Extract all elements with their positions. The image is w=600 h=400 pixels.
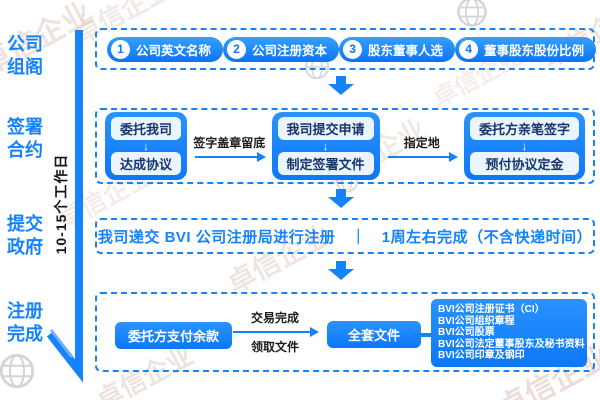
pill-number: 3: [343, 39, 363, 59]
submission-text: 我司递交 BVI 公司注册局进行注册 ｜ 1周左右完成（不含快递时间）: [97, 228, 593, 246]
document-item: BVI公司法定董事股东及秘书资料: [438, 338, 585, 350]
connector-sign-stamp: 签字盖章留底: [193, 132, 267, 162]
connector-label: 签字盖章留底: [193, 135, 266, 150]
step1-requirements-panel: 1 公司英文名称 2 公司注册资本 3 股东董事人选 4 董事股东股份比例: [95, 28, 597, 70]
step2-signing-panel: 委托我司 ↓ 达成协议 签字盖章留底 我司提交申请 ↓ 制定签署文件 指定地 委…: [95, 108, 595, 184]
requirement-pill-share-ratio: 4 董事股东股份比例: [455, 36, 597, 62]
document-item: BVI公司组织章程: [438, 315, 515, 327]
down-arrow-glyph: ↓: [322, 139, 329, 153]
process-step: 委托方亲笔签字: [470, 117, 580, 140]
process-box-apply: 我司提交申请 ↓ 制定签署文件: [271, 112, 380, 180]
process-step: 达成协议: [111, 152, 182, 175]
flow-down-arrow-icon: [328, 261, 354, 280]
process-step: 我司提交申请: [277, 117, 374, 140]
document-item: BVI公司印章及钢印: [438, 350, 525, 362]
document-item: BVI公司股票: [438, 327, 495, 339]
down-arrow-glyph: ↓: [143, 139, 149, 153]
document-item: BVI公司注册证书（CI）: [438, 304, 545, 315]
process-box-entrust: 委托我司 ↓ 达成协议: [105, 112, 188, 180]
pill-number: 4: [459, 39, 479, 59]
connector-arrow-line: [195, 151, 267, 162]
down-arrow-glyph: ↓: [521, 139, 528, 153]
pill-number: 1: [111, 39, 130, 59]
document-list-box: BVI公司注册证书（CI） BVI公司组织章程 BVI公司股票 BVI公司法定董…: [431, 299, 587, 367]
pill-label: 董事股东股份比例: [484, 43, 585, 58]
connector-arrow-line: [387, 151, 459, 162]
docs-connector-line: [410, 333, 433, 337]
globe-watermark-icon: [457, 0, 487, 27]
requirement-pill-shareholders-directors: 3 股东董事人选: [339, 36, 456, 62]
stage-label-sign-contract: 签署 合约: [7, 117, 43, 161]
pill-label: 公司英文名称: [136, 43, 212, 58]
requirement-pill-english-name: 1 公司英文名称: [107, 36, 224, 62]
connector-designated-place: 指定地: [386, 132, 459, 162]
stage-label-submit-government: 提交 政府: [7, 214, 43, 258]
completion-connector: 交易完成 领取文件: [231, 307, 319, 357]
process-step: 委托我司: [111, 117, 182, 140]
pill-label: 公司注册资本: [252, 43, 328, 58]
step3-submission-panel: 我司递交 BVI 公司注册局进行注册 ｜ 1周左右完成（不含快递时间）: [95, 218, 595, 254]
flow-down-arrow-icon: [328, 76, 354, 95]
stage-label-company-formation: 公司 组阁: [7, 34, 43, 78]
connector-arrow-line: [233, 327, 319, 337]
flow-down-arrow-icon: [328, 189, 354, 208]
process-step: 预付协议定金: [470, 152, 580, 175]
connector-label: 指定地: [403, 135, 440, 150]
connector-label-bottom: 领取文件: [250, 340, 299, 354]
requirement-pill-registered-capital: 2 公司注册资本: [223, 36, 340, 62]
process-box-sign-deposit: 委托方亲笔签字 ↓ 预付协议定金: [464, 112, 586, 180]
pill-label: 股东董事人选: [368, 43, 444, 58]
timeline-arrow: [46, 30, 83, 383]
stage-label-registration-done: 注册 完成: [7, 301, 43, 345]
timeline-duration-label: 10-15个工作日: [53, 153, 69, 255]
process-step: 制定签署文件: [277, 152, 374, 175]
pill-number: 2: [227, 39, 247, 59]
connector-label-top: 交易完成: [250, 311, 299, 325]
step4-completion-panel: 委托方支付余款 交易完成 领取文件 全套文件 BVI公司注册证书（CI） BVI…: [95, 292, 595, 372]
full-docs-box: 全套文件: [327, 321, 422, 348]
pay-balance-box: 委托方支付余款: [115, 322, 233, 349]
